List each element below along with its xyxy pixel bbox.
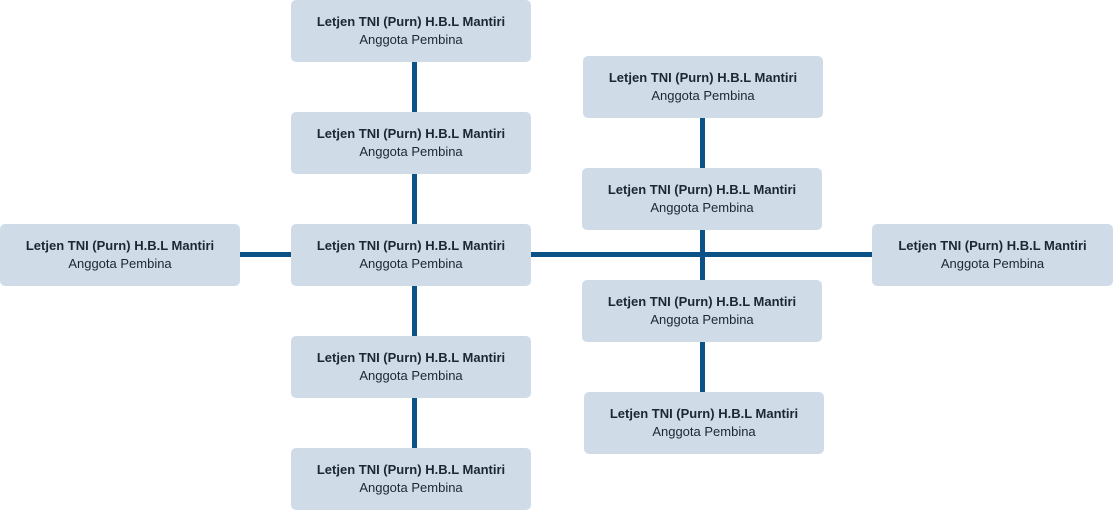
node-role: Anggota Pembina <box>650 312 754 327</box>
node-role: Anggota Pembina <box>359 144 463 159</box>
org-node-far-right: Letjen TNI (Purn) H.B.L Mantiri Anggota … <box>872 224 1113 286</box>
node-name: Letjen TNI (Purn) H.B.L Mantiri <box>316 238 506 254</box>
node-name: Letjen TNI (Purn) H.B.L Mantiri <box>316 126 506 142</box>
org-node-right-4: Letjen TNI (Purn) H.B.L Mantiri Anggota … <box>584 392 824 454</box>
org-node-right-1: Letjen TNI (Purn) H.B.L Mantiri Anggota … <box>583 56 823 118</box>
node-role: Anggota Pembina <box>650 200 754 215</box>
connector-right-column <box>700 115 705 394</box>
node-name: Letjen TNI (Purn) H.B.L Mantiri <box>898 238 1087 254</box>
org-node-right-2: Letjen TNI (Purn) H.B.L Mantiri Anggota … <box>582 168 822 230</box>
node-role: Anggota Pembina <box>940 256 1045 271</box>
org-node-center-3: Letjen TNI (Purn) H.B.L Mantiri Anggota … <box>291 224 531 286</box>
node-name: Letjen TNI (Purn) H.B.L Mantiri <box>316 350 506 366</box>
org-node-center-1: Letjen TNI (Purn) H.B.L Mantiri Anggota … <box>291 0 531 62</box>
org-node-center-2: Letjen TNI (Purn) H.B.L Mantiri Anggota … <box>291 112 531 174</box>
node-name: Letjen TNI (Purn) H.B.L Mantiri <box>607 294 797 310</box>
node-name: Letjen TNI (Purn) H.B.L Mantiri <box>316 462 506 478</box>
node-role: Anggota Pembina <box>359 480 463 495</box>
node-role: Anggota Pembina <box>652 424 756 439</box>
node-name: Letjen TNI (Purn) H.B.L Mantiri <box>607 182 797 198</box>
node-role: Anggota Pembina <box>359 368 463 383</box>
node-role: Anggota Pembina <box>359 256 463 271</box>
node-role: Anggota Pembina <box>68 256 172 271</box>
node-role: Anggota Pembina <box>359 32 463 47</box>
node-name: Letjen TNI (Purn) H.B.L Mantiri <box>25 238 215 254</box>
org-node-right-3: Letjen TNI (Purn) H.B.L Mantiri Anggota … <box>582 280 822 342</box>
node-name: Letjen TNI (Purn) H.B.L Mantiri <box>316 14 506 30</box>
org-node-center-5: Letjen TNI (Purn) H.B.L Mantiri Anggota … <box>291 448 531 510</box>
node-name: Letjen TNI (Purn) H.B.L Mantiri <box>609 406 799 422</box>
org-node-left: Letjen TNI (Purn) H.B.L Mantiri Anggota … <box>0 224 240 286</box>
org-node-center-4: Letjen TNI (Purn) H.B.L Mantiri Anggota … <box>291 336 531 398</box>
node-name: Letjen TNI (Purn) H.B.L Mantiri <box>608 70 798 86</box>
node-role: Anggota Pembina <box>651 88 755 103</box>
connector-left-branch <box>238 252 294 257</box>
